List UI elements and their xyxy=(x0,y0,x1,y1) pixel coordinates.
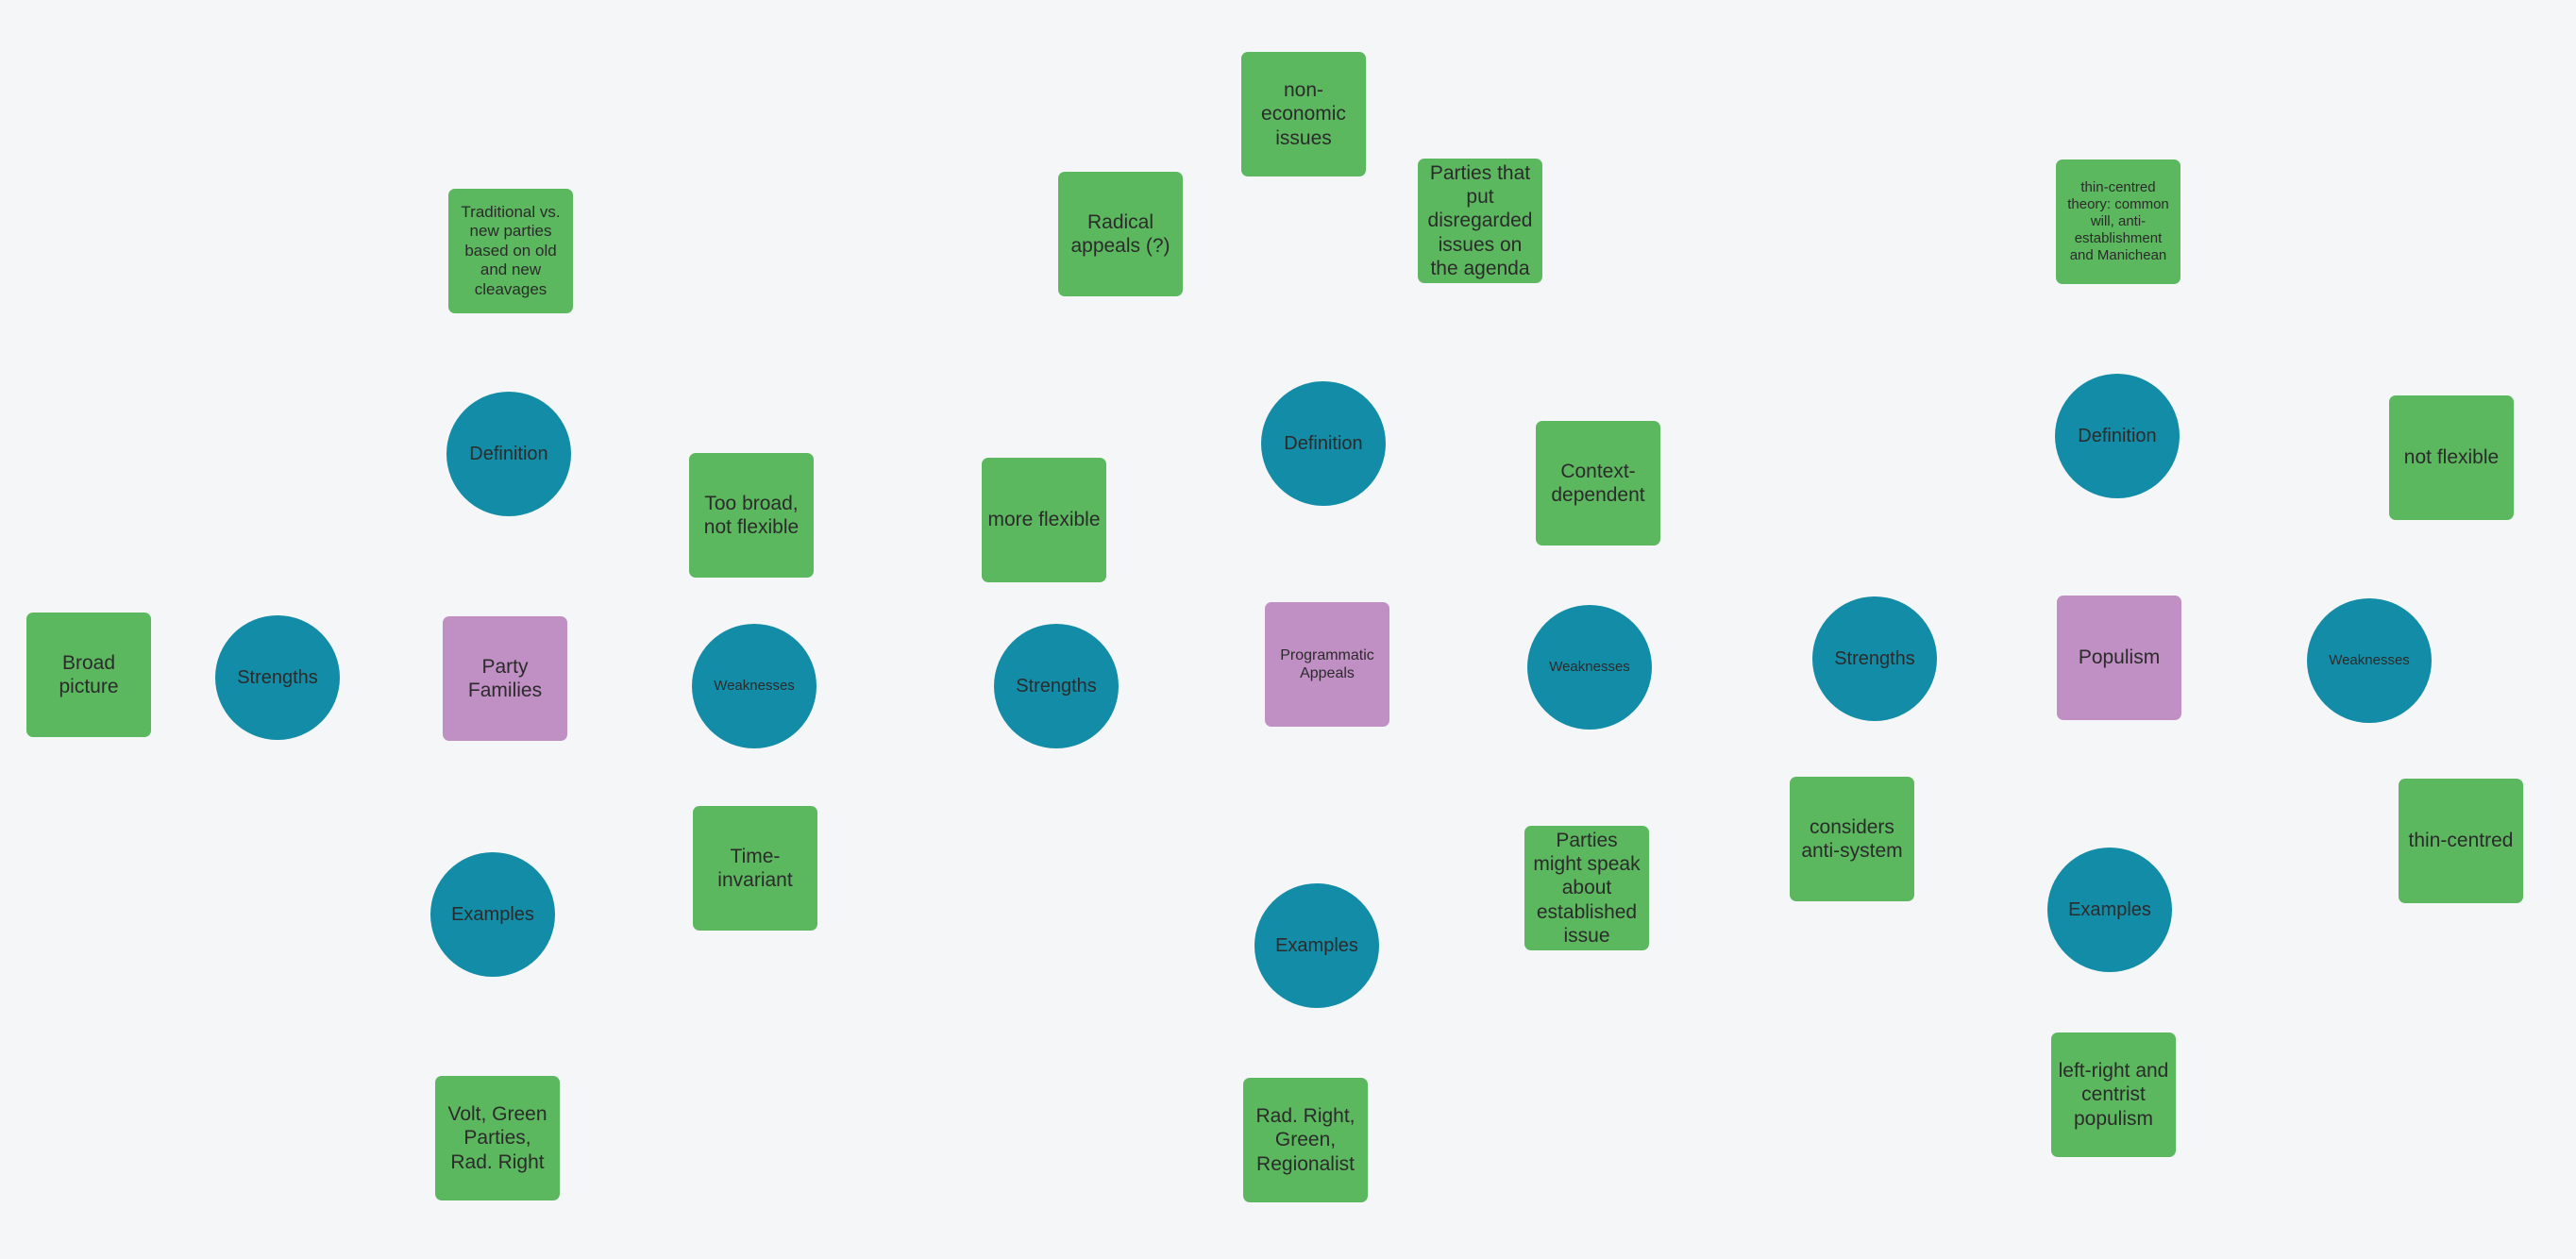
note-disregarded-issues[interactable]: Parties that put disregarded issues on t… xyxy=(1418,159,1542,283)
note-context-dependent[interactable]: Context-dependent xyxy=(1536,421,1660,546)
node-pa-definition[interactable]: Definition xyxy=(1261,381,1386,506)
note-more-flexible[interactable]: more flexible xyxy=(982,458,1106,582)
node-pf-strengths[interactable]: Strengths xyxy=(215,615,340,740)
note-radical-appeals[interactable]: Radical appeals (?) xyxy=(1058,172,1183,296)
note-left-right-centrist[interactable]: left-right and centrist populism xyxy=(2051,1032,2176,1157)
note-traditional-vs-new[interactable]: Traditional vs. new parties based on old… xyxy=(448,189,573,313)
note-not-flexible[interactable]: not flexible xyxy=(2389,395,2514,520)
node-pf-definition[interactable]: Definition xyxy=(446,392,571,516)
note-rad-right-green-regionalist[interactable]: Rad. Right, Green, Regionalist xyxy=(1243,1078,1368,1202)
note-time-invariant[interactable]: Time-invariant xyxy=(693,806,817,931)
node-pa-weaknesses[interactable]: Weaknesses xyxy=(1527,605,1652,730)
node-pop-strengths[interactable]: Strengths xyxy=(1812,596,1937,721)
node-pf-examples[interactable]: Examples xyxy=(430,852,555,977)
note-broad-picture[interactable]: Broad picture xyxy=(26,613,151,737)
note-thin-centred-theory[interactable]: thin-centred theory: common will, anti-e… xyxy=(2056,159,2180,284)
node-pa-examples[interactable]: Examples xyxy=(1254,883,1379,1008)
note-non-economic-issues[interactable]: non-economic issues xyxy=(1241,52,1366,176)
node-pop-definition[interactable]: Definition xyxy=(2055,374,2180,498)
note-too-broad[interactable]: Too broad, not flexible xyxy=(689,453,814,578)
note-volt-green-rad-right[interactable]: Volt, Green Parties, Rad. Right xyxy=(435,1076,560,1200)
node-pa-strengths[interactable]: Strengths xyxy=(994,624,1119,748)
node-pop-weaknesses[interactable]: Weaknesses xyxy=(2307,598,2432,723)
topic-populism[interactable]: Populism xyxy=(2057,596,2181,720)
note-thin-centred[interactable]: thin-centred xyxy=(2399,779,2523,903)
note-considers-anti-system[interactable]: considers anti-system xyxy=(1790,777,1914,901)
node-pf-weaknesses[interactable]: Weaknesses xyxy=(692,624,817,748)
topic-programmatic-appeals[interactable]: Programmatic Appeals xyxy=(1265,602,1389,727)
note-established-issue[interactable]: Parties might speak about established is… xyxy=(1524,826,1649,950)
node-pop-examples[interactable]: Examples xyxy=(2047,848,2172,972)
topic-party-families[interactable]: Party Families xyxy=(443,616,567,741)
